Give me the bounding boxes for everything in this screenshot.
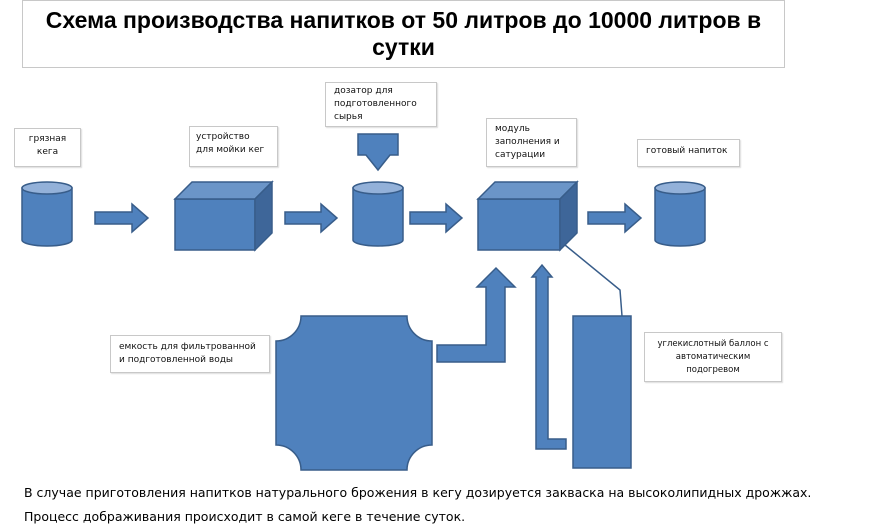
label-washer: устройство для мойки кег bbox=[189, 126, 278, 167]
label-filler: модуль заполнения и сатурации bbox=[486, 118, 577, 167]
co2-return-arrow bbox=[530, 263, 567, 450]
note-line-1: В случае приготовления напитков натураль… bbox=[24, 485, 812, 500]
diagram-title: Схема производства напитков от 50 литров… bbox=[22, 0, 785, 68]
arrow-right-1 bbox=[94, 202, 150, 234]
arrow-right-4 bbox=[587, 202, 643, 234]
water-arrow bbox=[436, 266, 517, 363]
ready-keg-cylinder bbox=[654, 181, 706, 247]
label-doser: дозатор для подготовленного сырья bbox=[325, 82, 437, 127]
label-co2: углекислотный баллон с автоматическим по… bbox=[644, 332, 782, 382]
co2-cylinder bbox=[572, 315, 632, 469]
filler-box bbox=[476, 180, 579, 252]
label-water-tank: емкость для фильтрованной и подготовленн… bbox=[110, 335, 270, 373]
co2-line bbox=[564, 244, 623, 317]
water-tank bbox=[275, 315, 433, 471]
arrow-right-3 bbox=[409, 202, 464, 234]
arrow-right-2 bbox=[284, 202, 339, 234]
dirty-keg-cylinder bbox=[21, 181, 73, 247]
label-ready: готовый напиток bbox=[637, 139, 740, 167]
note-line-2: Процесс дображивания происходит в самой … bbox=[24, 509, 466, 524]
washer-box bbox=[173, 180, 274, 252]
doser-keg-cylinder bbox=[352, 181, 404, 247]
label-dirty-keg: грязная кега bbox=[14, 128, 81, 167]
arrow-down-doser bbox=[357, 133, 399, 172]
